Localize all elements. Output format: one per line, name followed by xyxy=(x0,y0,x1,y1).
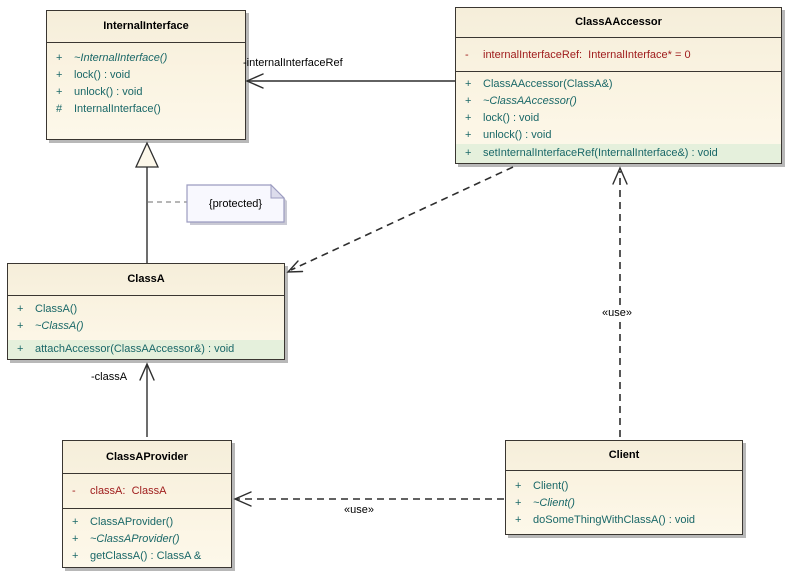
member-text: InternalInterface() xyxy=(74,103,161,115)
visibility-marker: + xyxy=(17,320,24,332)
attribute-row: - classA: ClassA xyxy=(63,483,231,500)
method-row: + getClassA() : ClassA & xyxy=(63,548,231,565)
member-text: ~ClassA() xyxy=(35,320,84,332)
use-stereotype-label-horizontal: «use» xyxy=(344,504,374,516)
visibility-marker: + xyxy=(72,550,79,562)
visibility-marker: + xyxy=(465,129,472,141)
visibility-marker: + xyxy=(17,343,24,355)
class-box-class-a[interactable]: ClassA + ClassA() + ~ClassA() + attachAc… xyxy=(7,263,285,360)
open-arrowhead-icon xyxy=(612,166,628,185)
visibility-marker: + xyxy=(72,533,79,545)
method-row: + lock() : void xyxy=(456,110,781,127)
protected-note-text: {protected} xyxy=(208,197,263,210)
class-title: Client xyxy=(506,441,742,471)
visibility-marker: + xyxy=(465,95,472,107)
member-text: ~InternalInterface() xyxy=(74,52,168,64)
attribute-row: - internalInterfaceRef: InternalInterfac… xyxy=(456,47,781,64)
member-text: ~ClassAAccessor() xyxy=(483,95,577,107)
association-internal-interface-ref[interactable] xyxy=(245,73,455,89)
member-text: lock() : void xyxy=(74,69,131,81)
method-row: + unlock() : void xyxy=(456,127,781,144)
member-text: ClassAAccessor(ClassA&) xyxy=(483,78,613,90)
member-text: ~ClassAProvider() xyxy=(90,533,180,545)
member-text: internalInterfaceRef: InternalInterface*… xyxy=(483,49,691,61)
hollow-triangle-arrowhead-icon xyxy=(134,141,160,168)
member-text: doSomeThingWithClassA() : void xyxy=(533,514,696,526)
member-text: ~Client() xyxy=(533,497,575,509)
association-role-label-classa-ref: -classA xyxy=(91,371,128,383)
dependency-accessor-to-classa[interactable] xyxy=(286,166,514,273)
visibility-marker: + xyxy=(515,497,522,509)
class-title: ClassAProvider xyxy=(63,441,231,474)
method-row: + ~ClassAProvider() xyxy=(63,531,231,548)
visibility-marker: + xyxy=(72,516,79,528)
member-text: attachAccessor(ClassAAccessor&) : void xyxy=(35,343,235,355)
member-text: ClassAProvider() xyxy=(90,516,174,528)
visibility-marker: + xyxy=(465,147,472,159)
class-box-class-a-provider[interactable]: ClassAProvider - classA: ClassA + ClassA… xyxy=(62,440,232,568)
method-row-highlighted: + setInternalInterfaceRef(InternalInterf… xyxy=(456,144,781,163)
method-row-highlighted: + attachAccessor(ClassAAccessor&) : void xyxy=(8,340,284,359)
visibility-marker: + xyxy=(56,69,63,81)
visibility-marker: - xyxy=(465,49,469,61)
class-box-class-a-accessor[interactable]: ClassAAccessor - internalInterfaceRef: I… xyxy=(455,7,782,164)
visibility-marker: + xyxy=(465,78,472,90)
class-title: ClassAAccessor xyxy=(456,8,781,38)
generalization-classa-to-internalinterface[interactable] xyxy=(134,141,160,263)
member-text: unlock() : void xyxy=(483,129,552,141)
association-classa-ref[interactable] xyxy=(139,362,155,437)
dependency-client-to-accessor[interactable] xyxy=(612,166,628,437)
association-role-label-internal-interface-ref: -internalInterfaceRef xyxy=(243,57,343,69)
method-row: + ClassAAccessor(ClassA&) xyxy=(456,76,781,93)
visibility-marker: + xyxy=(515,514,522,526)
class-box-client[interactable]: Client + Client() + ~Client() + doSomeTh… xyxy=(505,440,743,535)
visibility-marker: + xyxy=(56,86,63,98)
method-row: + doSomeThingWithClassA() : void xyxy=(506,512,742,529)
method-row: + lock() : void xyxy=(47,67,245,84)
visibility-marker: + xyxy=(465,112,472,124)
method-row: + ~ClassAAccessor() xyxy=(456,93,781,110)
visibility-marker: - xyxy=(72,485,76,497)
member-text: Client() xyxy=(533,480,569,492)
class-title: ClassA xyxy=(8,264,284,296)
open-arrowhead-icon xyxy=(245,73,264,89)
visibility-marker: + xyxy=(17,303,24,315)
method-row: # InternalInterface() xyxy=(47,101,245,118)
member-text: getClassA() : ClassA & xyxy=(90,550,202,562)
member-text: setInternalInterfaceRef(InternalInterfac… xyxy=(483,147,718,159)
class-title: InternalInterface xyxy=(47,11,245,43)
member-text: unlock() : void xyxy=(74,86,143,98)
visibility-marker: # xyxy=(56,103,63,115)
method-row: + ClassA() xyxy=(8,301,284,318)
open-arrowhead-icon xyxy=(139,362,155,381)
method-row: + ~ClassA() xyxy=(8,318,284,335)
open-arrowhead-icon xyxy=(233,491,252,507)
class-box-internal-interface[interactable]: InternalInterface + ~InternalInterface()… xyxy=(46,10,246,140)
use-stereotype-label-vertical: «use» xyxy=(599,307,635,319)
method-row: + ClassAProvider() xyxy=(63,514,231,531)
method-row: + ~Client() xyxy=(506,495,742,512)
member-text: ClassA() xyxy=(35,303,78,315)
member-text: lock() : void xyxy=(483,112,540,124)
method-row: + unlock() : void xyxy=(47,84,245,101)
method-row: + ~InternalInterface() xyxy=(47,50,245,67)
member-text: classA: ClassA xyxy=(90,485,167,497)
method-row: + Client() xyxy=(506,478,742,495)
visibility-marker: + xyxy=(56,52,63,64)
visibility-marker: + xyxy=(515,480,522,492)
open-arrowhead-icon xyxy=(286,260,304,273)
